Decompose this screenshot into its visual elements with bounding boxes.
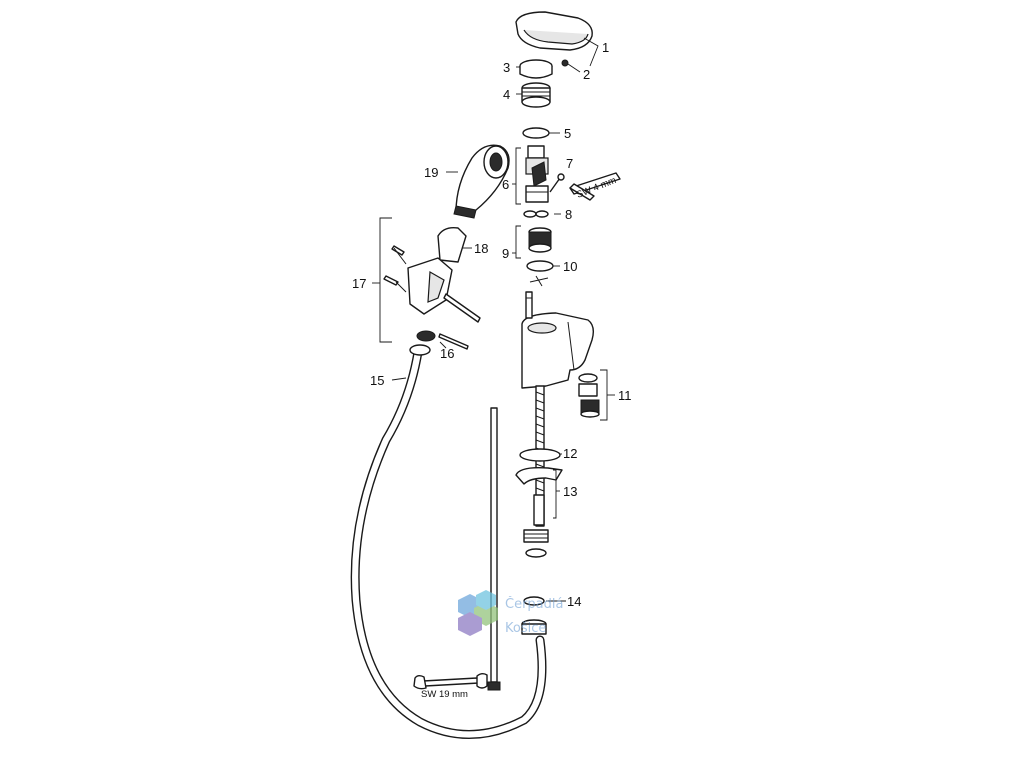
watermark-line2: Košice	[505, 621, 546, 636]
callout-16: 16	[440, 346, 454, 361]
watermark-line1: Čerpadlá	[505, 596, 563, 612]
part-handle-lever	[515, 11, 593, 51]
callout-9: 9	[502, 246, 509, 261]
callout-2: 2	[583, 67, 590, 82]
leader-lines	[372, 37, 615, 602]
part-cartridge-screw	[549, 173, 565, 193]
callout-5: 5	[564, 126, 571, 141]
callout-11: 11	[618, 388, 632, 403]
part-washer	[519, 448, 561, 462]
callout-19: 19	[424, 165, 438, 180]
wrench-tool	[413, 673, 488, 690]
part-o-ring-lower	[526, 260, 554, 287]
part-diverter	[528, 227, 552, 253]
part-aerator	[578, 373, 600, 418]
part-threaded-nut	[521, 82, 551, 108]
part-shower-hose	[350, 344, 547, 739]
part-hand-shower	[453, 144, 510, 219]
part-wall-holder	[407, 226, 481, 323]
part-cover-ring	[519, 59, 553, 79]
callout-7: 7	[566, 156, 573, 171]
callout-4: 4	[503, 87, 510, 102]
callout-13: 13	[563, 484, 577, 499]
callout-3: 3	[503, 60, 510, 75]
callout-17: 17	[352, 276, 366, 291]
callout-18: 18	[474, 241, 488, 256]
callout-15: 15	[370, 373, 384, 388]
part-faucet-body	[521, 312, 595, 389]
part-set-screw	[561, 59, 569, 67]
watermark-logo-icon	[458, 590, 498, 636]
part-cartridge-seal	[523, 210, 549, 218]
part-cartridge	[525, 145, 549, 203]
part-wall-plugs	[383, 245, 407, 293]
part-supply-tube	[487, 407, 501, 691]
part-spindle	[525, 291, 533, 319]
hex-key-tool	[569, 172, 621, 201]
part-mounting-plate	[515, 466, 563, 526]
part-connection-nut	[521, 596, 547, 635]
callout-12: 12	[563, 446, 577, 461]
watermark: Čerpadlá Košice	[458, 590, 563, 636]
callout-6: 6	[502, 177, 509, 192]
callout-10: 10	[563, 259, 577, 274]
part-hose-connector	[523, 529, 549, 558]
callout-1: 1	[602, 40, 609, 55]
callout-8: 8	[565, 207, 572, 222]
part-wall-screw	[416, 330, 469, 350]
wrench-label: SW 19 mm	[421, 689, 468, 700]
callout-14: 14	[567, 594, 581, 609]
part-o-ring-upper	[522, 127, 550, 139]
